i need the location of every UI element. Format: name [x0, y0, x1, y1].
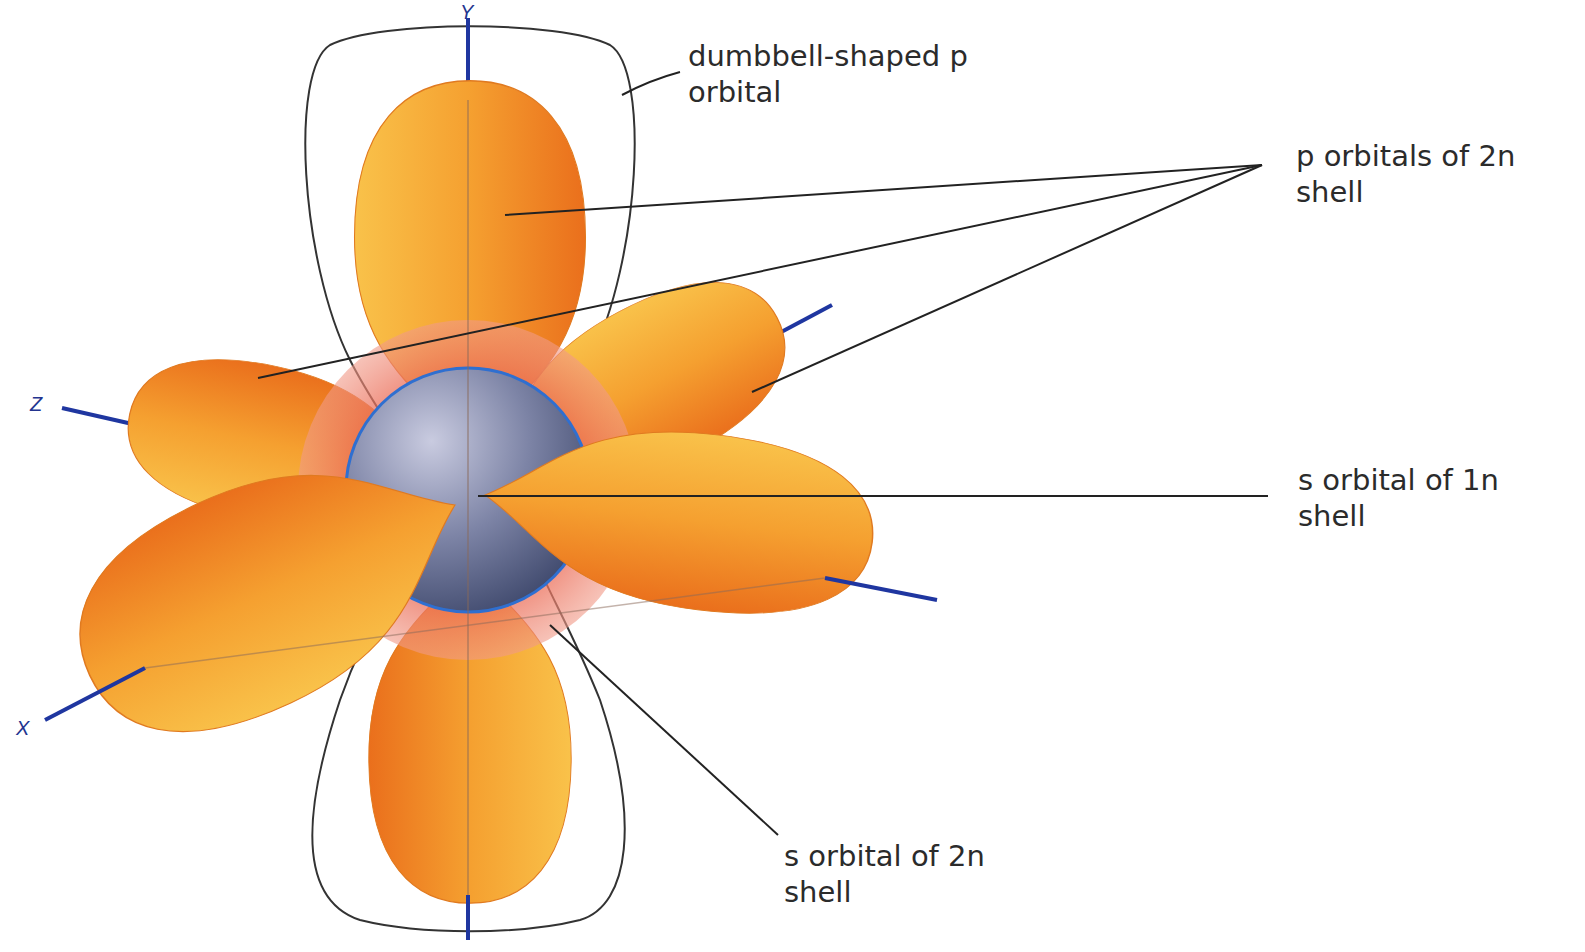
x-axis: [825, 578, 937, 600]
callout-label: dumbbell-shaped p orbital: [688, 38, 1018, 111]
callout-label: s orbital of 2n shell: [784, 838, 1044, 911]
leader-line: [478, 495, 1268, 497]
axis-label: X: [16, 716, 29, 741]
callout-label: p orbitals of 2n shell: [1296, 138, 1566, 211]
axis-label: Z: [30, 392, 42, 417]
px-lobe: [474, 408, 883, 630]
axis-inner: [145, 578, 825, 668]
leader-line: [550, 625, 778, 835]
px-lobe: [43, 405, 501, 775]
x-axis: [45, 668, 145, 720]
axis-inner: [467, 100, 469, 895]
y-axis: [466, 895, 470, 940]
callout-label: s orbital of 1n shell: [1298, 462, 1548, 535]
leader-line: [752, 165, 1262, 392]
leader-line: [622, 72, 680, 95]
leader-line: [258, 165, 1262, 378]
axis-label: Y: [460, 0, 473, 25]
